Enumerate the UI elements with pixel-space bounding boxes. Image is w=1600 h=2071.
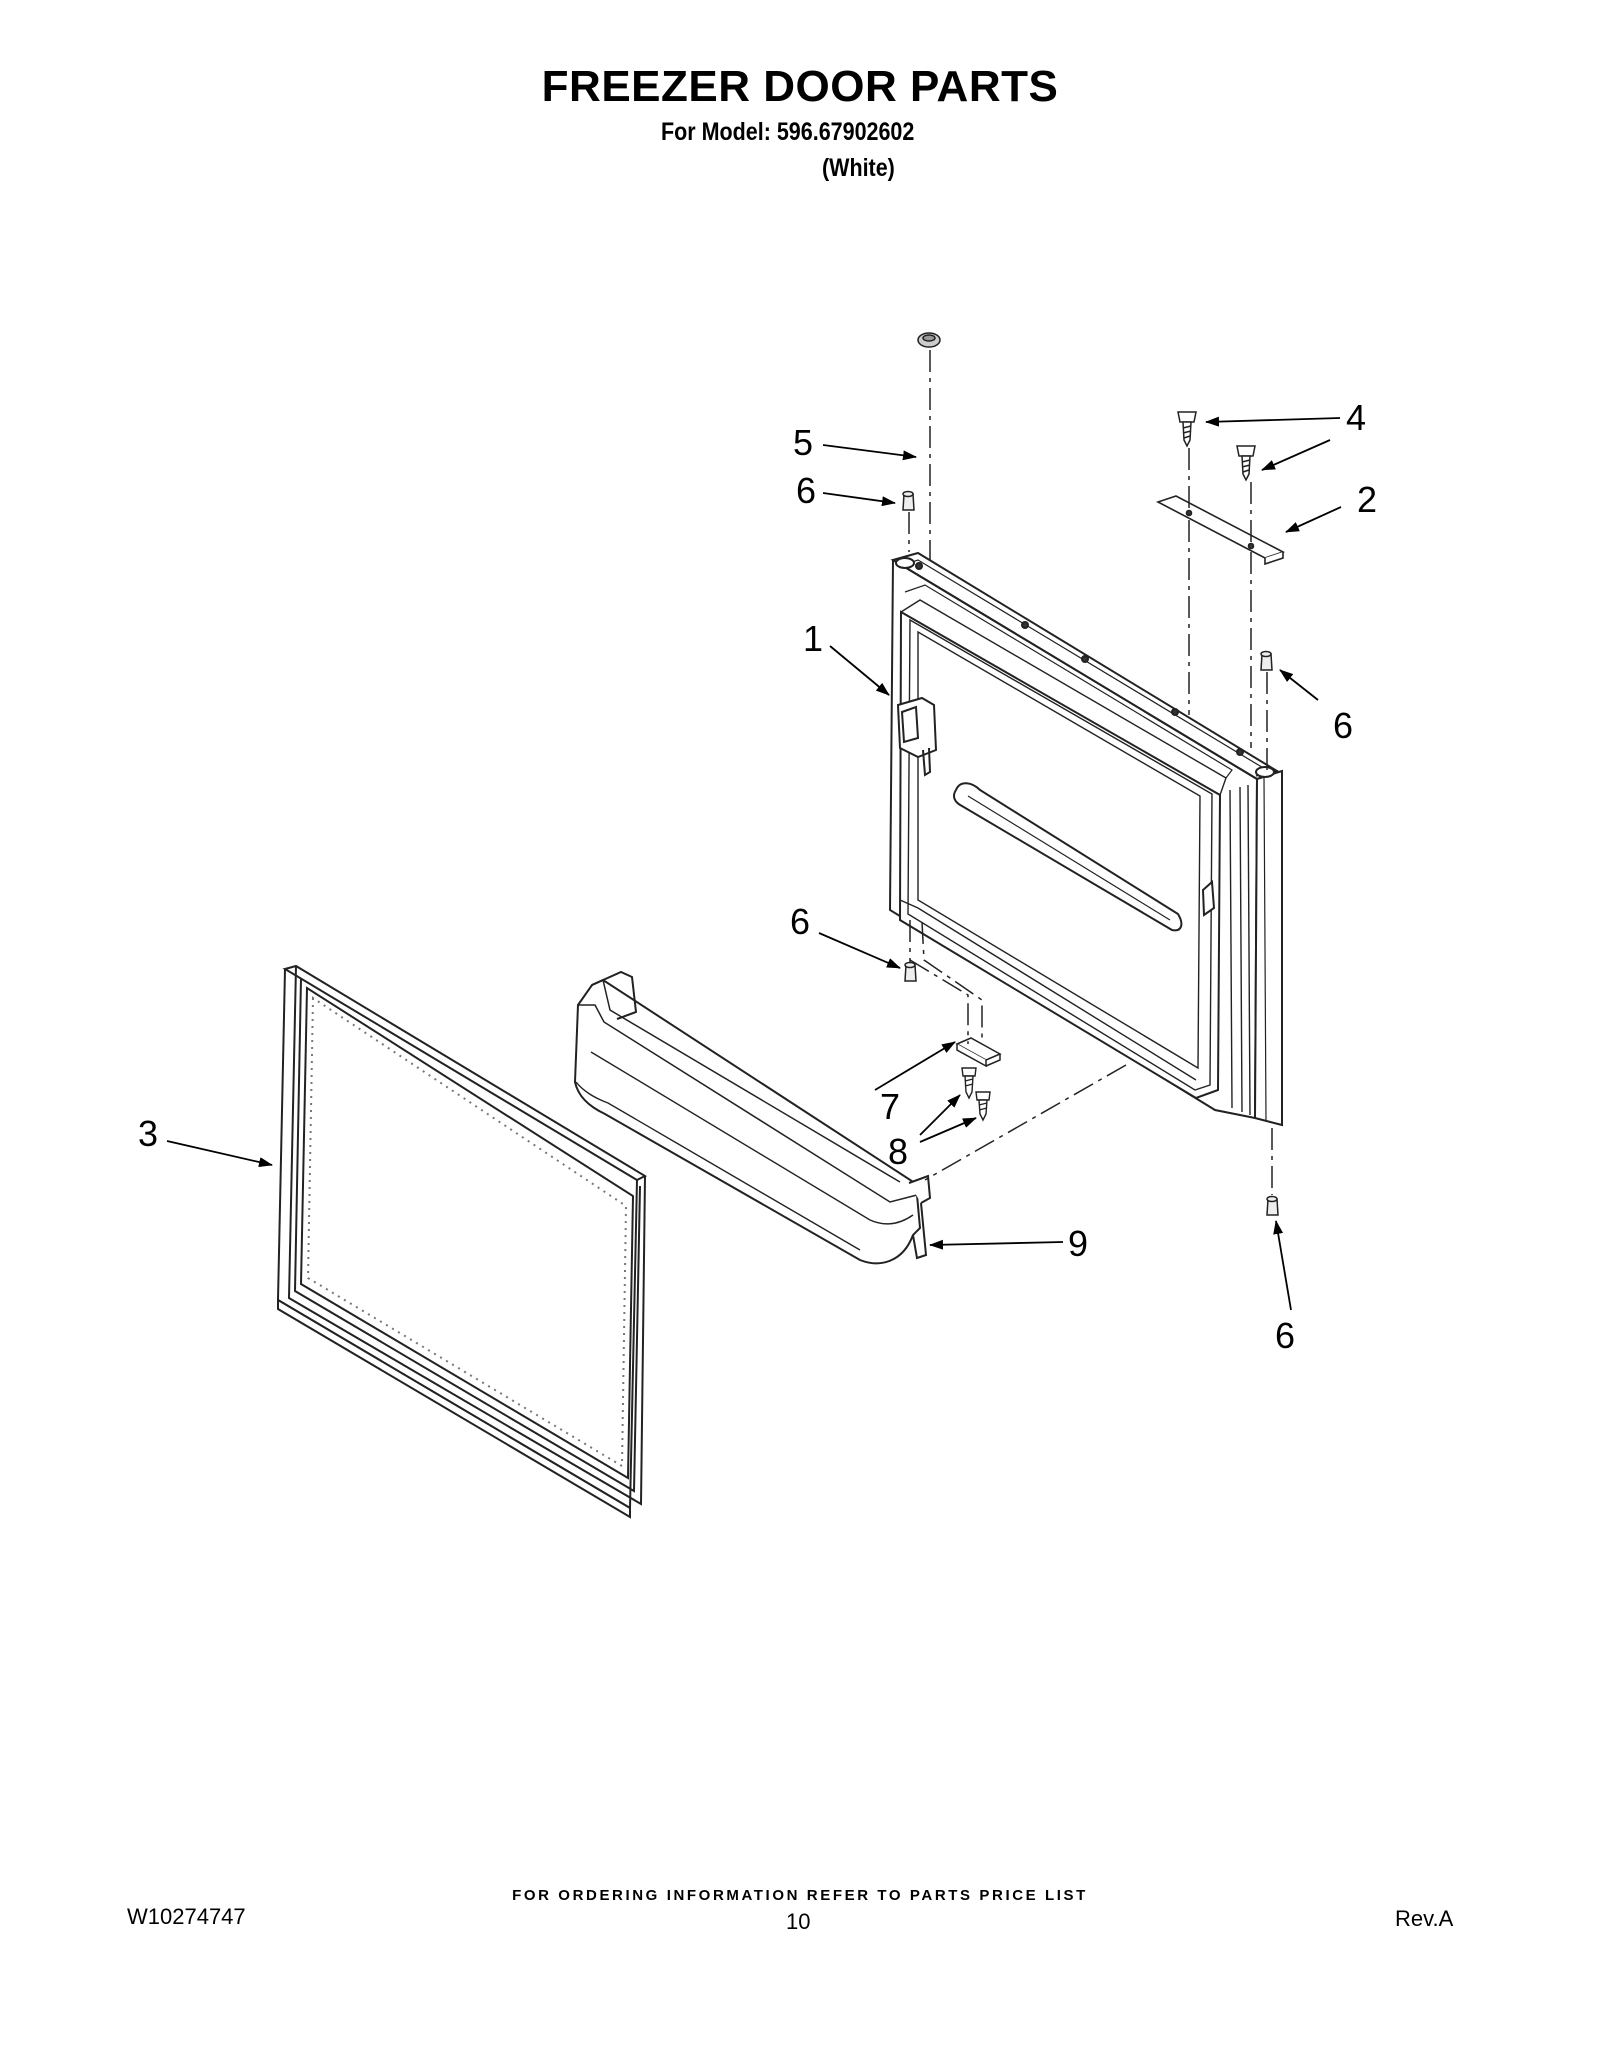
model-number: For Model: 596.67902602 — [661, 118, 915, 146]
bushing-part-6-top — [902, 490, 915, 511]
callout-3: 3 — [138, 1113, 158, 1154]
screw-part-8-a — [961, 1067, 977, 1100]
screw-part-8-b — [975, 1091, 991, 1122]
callout-6-right: 6 — [1333, 705, 1353, 746]
plug-part-5 — [917, 332, 941, 348]
door-bin — [573, 970, 932, 1265]
door-assembly — [888, 551, 1284, 1127]
callout-2: 2 — [1357, 479, 1377, 520]
callout-7: 7 — [880, 1086, 900, 1127]
callout-9: 9 — [1068, 1223, 1088, 1264]
assembly-lines — [908, 350, 1273, 1195]
callout-4: 4 — [1346, 397, 1366, 438]
model-color: (White) — [822, 154, 895, 182]
callout-6-lower-left: 6 — [790, 901, 810, 942]
bushing-part-6-lower-right — [1266, 1195, 1279, 1216]
bushing-part-6-right — [1260, 650, 1273, 671]
screw-part-4-left — [1177, 411, 1197, 448]
page-title: FREEZER DOOR PARTS — [541, 62, 1059, 111]
callout-8: 8 — [888, 1131, 908, 1172]
callout-5: 5 — [793, 422, 813, 463]
ordering-info-note: FOR ORDERING INFORMATION REFER TO PARTS … — [512, 1887, 1088, 1904]
callout-6-top-left: 6 — [796, 470, 816, 511]
document-id: W10274747 — [127, 1904, 246, 1929]
screw-part-4-right — [1236, 445, 1256, 482]
callout-6-bottom: 6 — [1275, 1315, 1295, 1356]
bushing-part-6-lower-left — [904, 961, 917, 982]
hinge-plate-part-2 — [1155, 495, 1286, 566]
page-number: 10 — [786, 1909, 811, 1934]
revision-label: Rev.A — [1395, 1906, 1454, 1931]
leader-arrows — [166, 416, 1342, 1311]
bracket-part-7 — [955, 1037, 1002, 1068]
callout-1: 1 — [803, 618, 823, 659]
door-gasket — [276, 964, 648, 1519]
